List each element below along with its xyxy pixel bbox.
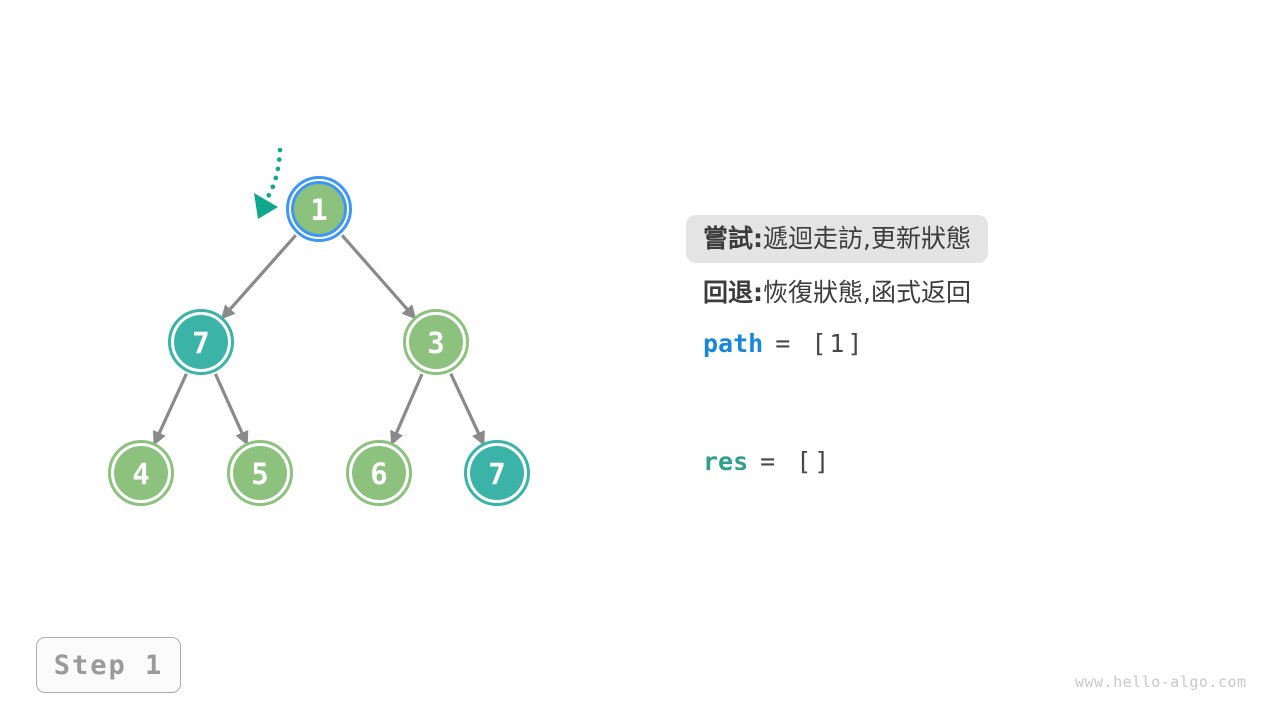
node-value: 6 xyxy=(370,457,387,491)
try-note-label: 嘗試: xyxy=(703,224,763,253)
back-note-text: 恢復狀態,函式返回 xyxy=(763,278,971,307)
tree-node-leaf-5: 5 xyxy=(227,440,293,506)
tree-node-leaf-4: 4 xyxy=(108,440,174,506)
edge-7-to-4 xyxy=(153,373,188,446)
node-fill xyxy=(233,446,287,500)
try-note-text: 遞迴走訪,更新狀態 xyxy=(763,224,971,253)
step-badge: Step 1 xyxy=(36,637,181,693)
edge-7-to-5 xyxy=(213,373,249,446)
res-variable-name: res xyxy=(703,447,749,476)
try-note-box: 嘗試:遞迴走訪,更新狀態 xyxy=(686,215,988,263)
path-variable-line: path = [1] xyxy=(703,329,865,358)
current-node-pointer-icon xyxy=(254,147,283,219)
node-fill xyxy=(409,315,463,369)
edge-1-to-7 xyxy=(221,234,297,320)
node-value: 1 xyxy=(310,193,327,227)
node-value: 4 xyxy=(132,457,149,491)
node-value: 7 xyxy=(488,457,505,491)
tree-node-leaf-7: 7 xyxy=(464,440,530,506)
pointer-dotted-trail xyxy=(263,147,283,203)
edge-1-to-3 xyxy=(340,234,417,320)
edge-3-to-6 xyxy=(390,373,424,446)
pointer-arrowhead-icon xyxy=(254,193,278,219)
tree-node-leaf-6: 6 xyxy=(346,440,412,506)
tree-edges xyxy=(153,234,485,446)
node-fill xyxy=(470,446,524,500)
path-variable-value: = [1] xyxy=(775,329,866,358)
node-value: 5 xyxy=(251,457,268,491)
tree-node-root: 1 xyxy=(286,176,352,242)
tree-node-left: 7 xyxy=(168,309,234,375)
tree-node-right: 3 xyxy=(403,309,469,375)
edge-3-to-7 xyxy=(449,373,485,446)
back-note-line: 回退:恢復狀態,函式返回 xyxy=(703,279,971,307)
node-fill xyxy=(174,315,228,369)
node-fill xyxy=(291,181,347,237)
node-fill xyxy=(352,446,406,500)
watermark-text: www.hello-algo.com xyxy=(1075,673,1247,691)
binary-tree-diagram: 1 7 3 4 5 6 7 xyxy=(108,147,530,506)
res-variable-line: res = [] xyxy=(703,447,832,476)
node-value: 3 xyxy=(427,326,444,360)
res-variable-value: = [] xyxy=(760,447,833,476)
node-value: 7 xyxy=(192,326,209,360)
back-note-label: 回退: xyxy=(703,278,763,307)
node-fill xyxy=(114,446,168,500)
path-variable-name: path xyxy=(703,329,764,358)
